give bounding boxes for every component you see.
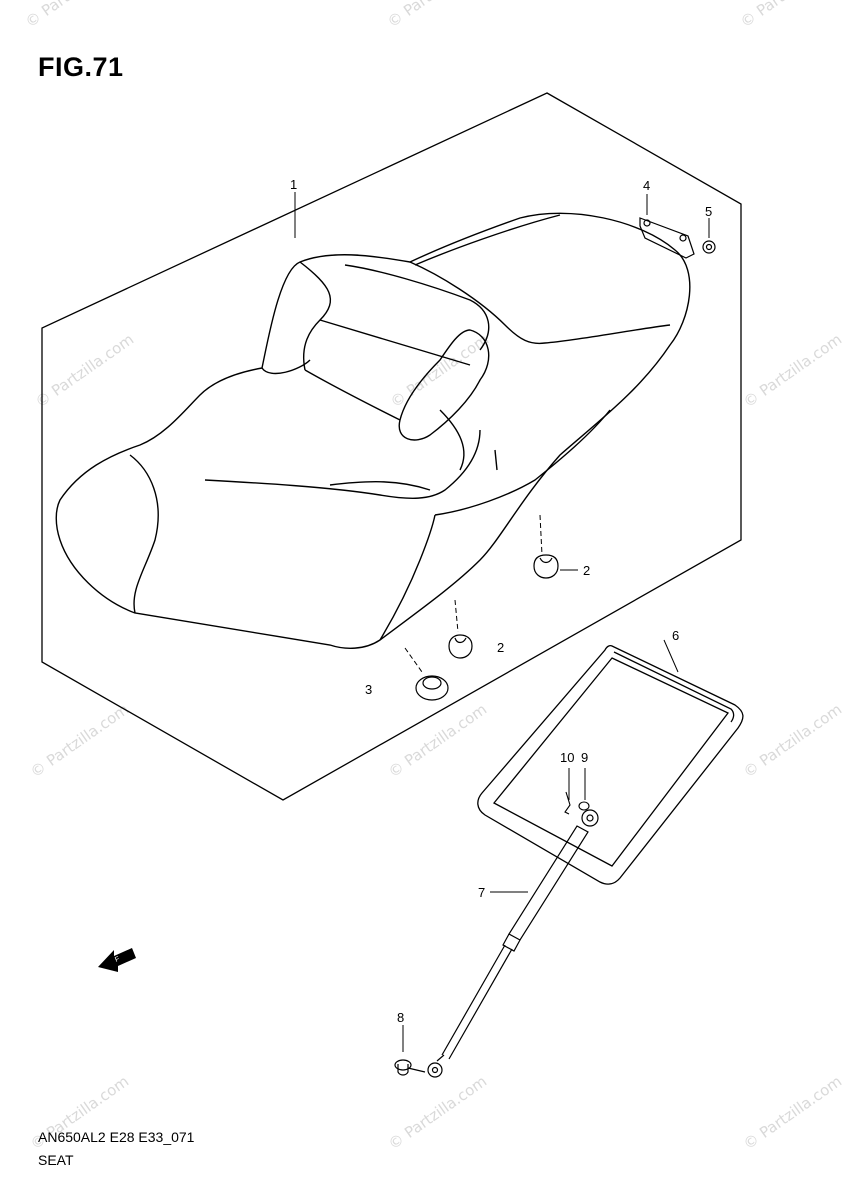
- rubber-cushion: [448, 634, 473, 659]
- washer: [578, 801, 590, 811]
- figure-title: FIG.71: [38, 52, 124, 82]
- assembly-outline: [41, 92, 742, 801]
- diagram-name: SEAT: [38, 1152, 74, 1168]
- callout-labels: 1 2 2 3 4 5 6 7 8 9 10: [290, 177, 712, 1025]
- svg-text:F: F: [114, 956, 121, 964]
- watermark: © Partzilla.com: [32, 330, 137, 411]
- rubber-cushion: [533, 554, 559, 579]
- seat-damper: [427, 809, 599, 1078]
- callout-7: 7: [478, 885, 485, 900]
- watermark: © Partzilla.com: [385, 1072, 490, 1153]
- callout-4: 4: [643, 178, 650, 193]
- callout-1: 1: [290, 177, 297, 192]
- seat-body: [55, 212, 691, 649]
- watermark: © Partzilla.com: [22, 0, 127, 31]
- watermark: © Partzilla.com: [27, 700, 132, 781]
- watermark: © Partzilla.com: [737, 0, 842, 31]
- watermark: © Partzilla.com: [387, 330, 492, 411]
- clip: [564, 791, 571, 815]
- diagram-code: AN650AL2 E28 E33_071: [38, 1129, 195, 1145]
- callout-2: 2: [497, 640, 504, 655]
- leader-lines: [294, 192, 710, 1052]
- watermark: © Partzilla.com: [384, 0, 489, 31]
- front-arrow-icon: F: [98, 948, 136, 972]
- callout-5: 5: [705, 204, 712, 219]
- seat-bumper: [415, 675, 449, 701]
- nut: [702, 240, 716, 254]
- watermark: © Partzilla.com: [740, 700, 845, 781]
- callout-3: 3: [365, 682, 372, 697]
- callout-8: 8: [397, 1010, 404, 1025]
- callout-2: 2: [583, 563, 590, 578]
- watermark: © Partzilla.com: [740, 1072, 845, 1153]
- bolt: [394, 1059, 426, 1076]
- callout-6: 6: [672, 628, 679, 643]
- hinge-plate: [639, 217, 695, 259]
- callout-10: 10: [560, 750, 574, 765]
- seat-seal: [477, 644, 744, 885]
- watermarks: © Partzilla.com © Partzilla.com © Partzi…: [22, 0, 845, 1153]
- callout-9: 9: [581, 750, 588, 765]
- watermark: © Partzilla.com: [740, 330, 845, 411]
